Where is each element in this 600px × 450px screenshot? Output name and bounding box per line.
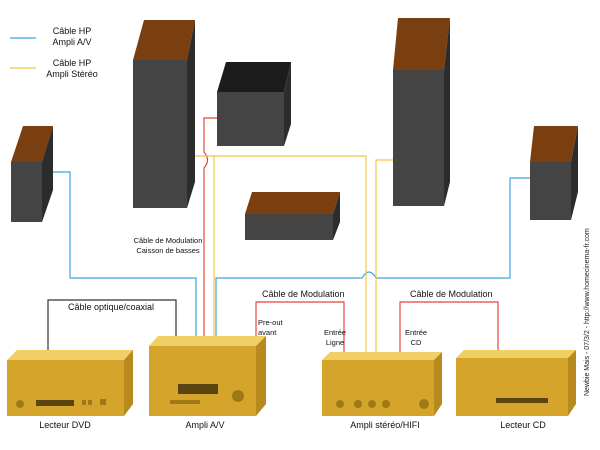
yellow-cable-right-front xyxy=(375,159,398,352)
device-lecteur-dvd xyxy=(7,350,133,416)
label-modulation-2: Câble de Modulation xyxy=(410,289,493,299)
speaker-right-front xyxy=(393,18,450,206)
label-entree-cd: Entrée CD xyxy=(404,328,428,347)
device-ampli-av xyxy=(149,336,266,416)
legend-hp-av: Câble HP Ampli A/V xyxy=(52,26,92,47)
speaker-right-surround xyxy=(530,126,578,220)
speaker-left-front xyxy=(133,20,195,208)
label-preout: Pre-out avant xyxy=(258,318,283,337)
blue-cable-right-surround xyxy=(215,177,530,336)
label-ampli-stereo: Ampli stéréo/HIFI xyxy=(350,420,420,430)
label-lecteur-cd: Lecteur CD xyxy=(500,420,546,430)
red-cable-subwoofer xyxy=(203,117,226,336)
optical-cable xyxy=(47,299,177,350)
yellow-cable-left-front-2 xyxy=(214,155,367,352)
blue-cable-left-surround xyxy=(52,171,197,336)
speaker-subwoofer xyxy=(217,62,291,146)
label-modulation-1: Câble de Modulation xyxy=(262,289,345,299)
device-ampli-stereo xyxy=(322,352,442,416)
device-lecteur-cd xyxy=(456,350,576,416)
label-optique: Câble optique/coaxial xyxy=(68,302,155,312)
label-modulation-caisson: Câble de Modulation Caisson de basses xyxy=(133,236,203,255)
watermark-credit: Newbie Mais - 07/3/2 - http://www.homeci… xyxy=(584,228,591,396)
label-ampli-av: Ampli A/V xyxy=(185,420,225,430)
label-entree-ligne: Entrée Ligne xyxy=(323,328,347,347)
cables xyxy=(47,117,530,352)
red-cable-preout xyxy=(255,301,345,352)
red-cable-cd xyxy=(399,301,499,352)
speaker-left-surround xyxy=(11,126,53,222)
legend-hp-stereo: Câble HP Ampli Stéréo xyxy=(46,58,98,79)
speaker-center xyxy=(245,192,340,240)
label-lecteur-dvd: Lecteur DVD xyxy=(39,420,91,430)
